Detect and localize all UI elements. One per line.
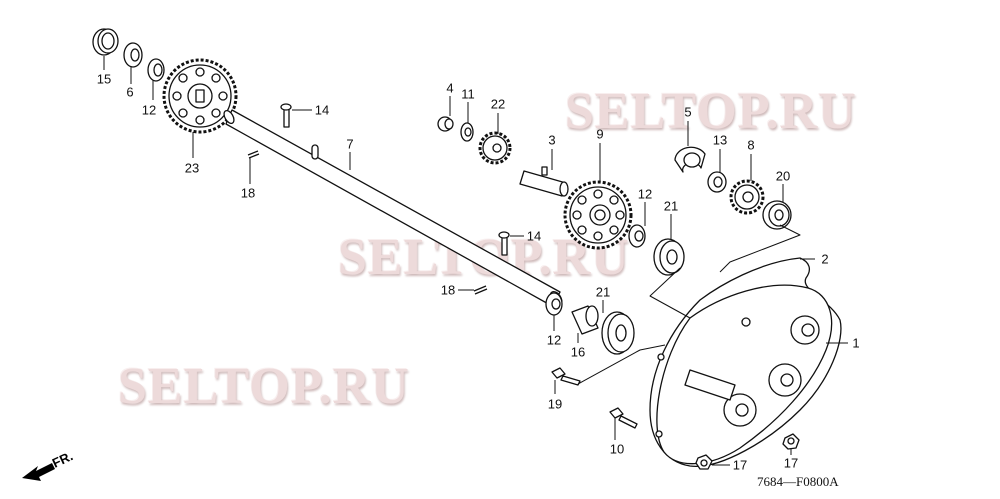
diagram-code: 7684—F0800A [757, 474, 839, 489]
nut-17-a [695, 454, 713, 470]
part-label-19: 19 [547, 396, 563, 412]
dowel-pin [311, 144, 319, 160]
part-label-2: 2 [821, 251, 829, 267]
washer-6 [123, 42, 143, 68]
bearing-21-b [601, 311, 635, 355]
part-label-15: 15 [96, 71, 112, 87]
front-direction-arrow-icon [22, 463, 55, 481]
collar-4 [437, 116, 454, 132]
part-label-14: 14 [526, 228, 542, 244]
washer-12-top [147, 58, 165, 82]
case-cover-1 [655, 284, 833, 465]
oil-seal-5 [674, 146, 706, 173]
watermark: SELTOP.RU [565, 83, 857, 140]
part-label-21: 21 [663, 198, 679, 214]
part-label-7: 7 [346, 136, 354, 152]
gear-22 [478, 131, 512, 165]
part-label-5: 5 [684, 104, 692, 120]
watermark: SELTOP.RU [118, 358, 410, 415]
part-label-18: 18 [240, 185, 256, 201]
gear-8 [729, 179, 765, 215]
part-label-9: 9 [596, 126, 604, 142]
leader-lines [103, 56, 848, 466]
shaft-7 [223, 109, 563, 308]
part-label-22: 22 [490, 96, 506, 112]
shaft-3 [519, 166, 569, 197]
part-label-11: 11 [461, 86, 475, 102]
washer-12-mid [628, 224, 646, 248]
part-label-6: 6 [126, 84, 134, 100]
gear-23 [162, 58, 238, 134]
part-label-13: 13 [712, 132, 728, 148]
part-label-12: 12 [546, 332, 562, 348]
part-label-12: 12 [637, 186, 653, 202]
part-label-23: 23 [184, 160, 200, 176]
part-label-12: 12 [141, 102, 157, 118]
part-label-17: 17 [732, 457, 748, 473]
oil-seal-15 [92, 28, 119, 56]
part-label-16: 16 [570, 344, 586, 360]
clip-18-a [247, 150, 260, 159]
part-label-8: 8 [747, 137, 755, 153]
pin-14-b [498, 231, 510, 256]
bolt-19 [551, 367, 581, 386]
part-label-10: 10 [609, 441, 625, 457]
bearing-20 [762, 200, 792, 230]
part-label-21: 21 [595, 284, 611, 300]
part-label-1: 1 [852, 335, 860, 351]
washer-11 [460, 122, 474, 142]
pin-14-a [280, 103, 292, 128]
part-label-17: 17 [783, 455, 799, 471]
washer-12-low [545, 292, 563, 316]
stud-10 [609, 407, 638, 429]
clip-18-b [473, 285, 488, 295]
bearing-21-a [653, 238, 685, 276]
collar-16 [571, 305, 599, 335]
part-label-3: 3 [548, 132, 556, 148]
part-label-14: 14 [314, 102, 330, 118]
nut-17-b [782, 433, 800, 450]
part-label-18: 18 [440, 282, 456, 298]
part-label-4: 4 [446, 80, 454, 96]
washer-13 [707, 171, 727, 193]
gear-9 [563, 180, 633, 250]
part-label-20: 20 [775, 168, 791, 184]
